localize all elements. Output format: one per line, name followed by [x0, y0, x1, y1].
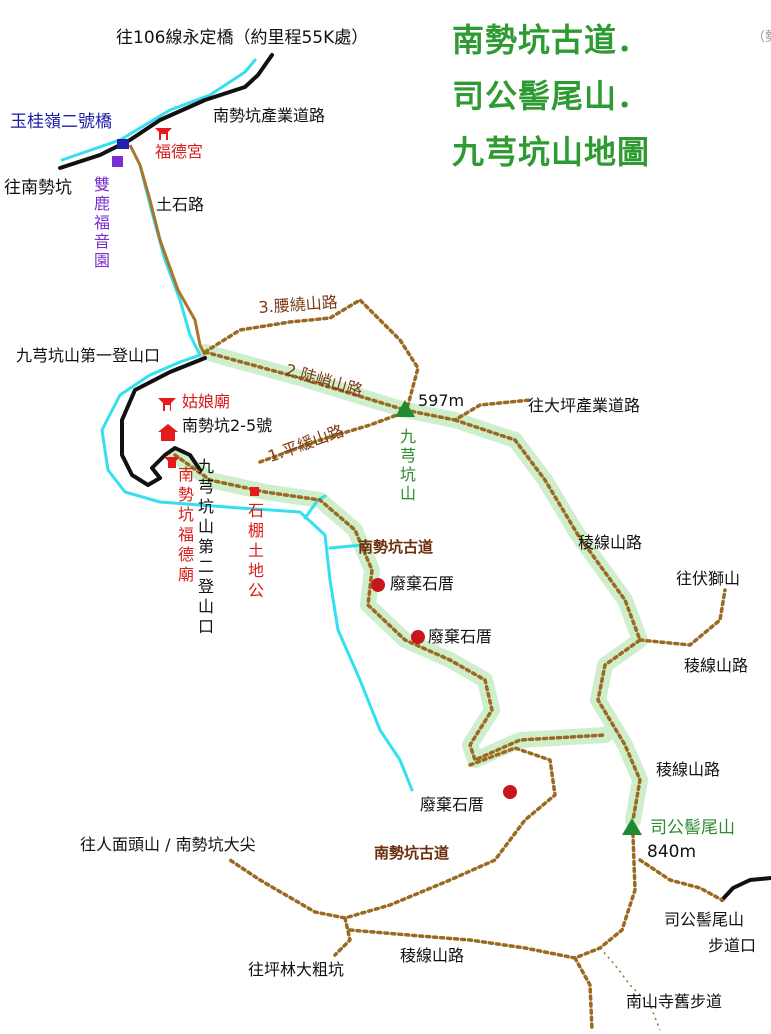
label-yuguiling-bridge: 玉桂嶺二號橋 — [10, 112, 112, 132]
label-to-nanshikeng: 往南勢坑 — [4, 178, 72, 198]
label-guniang-temple: 姑娘廟 — [182, 392, 231, 411]
garden-icon — [112, 156, 123, 167]
map-title-line-3: 九芎坑山地圖 — [452, 133, 651, 171]
dirt-road-line — [128, 144, 207, 356]
label-nanshi-fude-temple: 南勢坑福德廟 — [175, 466, 194, 586]
corner-mark: （勢 — [752, 30, 771, 45]
rivers — [60, 58, 414, 792]
label-ridge-trail-3: 稜線山路 — [656, 760, 721, 779]
label-abandoned-house-2: 廢棄石厝 — [428, 627, 493, 646]
dotted-trails — [173, 298, 727, 1032]
label-sigong-peak: 司公髻尾山 — [650, 818, 735, 838]
label-ridge-trail-1: 稜線山路 — [578, 533, 643, 552]
label-stone-shed-shrine: 石棚土地公 — [245, 502, 264, 602]
house-icon — [158, 424, 178, 441]
temple-icon — [158, 398, 176, 411]
label-house-number: 南勢坑2-5號 — [182, 416, 273, 435]
label-dirt-road: 土石路 — [156, 195, 205, 214]
peak-icon — [622, 818, 642, 835]
label-abandoned-house-1: 廢棄石厝 — [390, 574, 455, 593]
ruin-icon — [411, 630, 425, 644]
nanshan-old-trail-line — [599, 947, 661, 1031]
label-nanshan-old-trail: 南山寺舊步道 — [626, 992, 723, 1011]
roads — [58, 53, 771, 902]
label-ridge-trail-2: 稜線山路 — [684, 656, 749, 675]
label-ridge-trail-4: 稜線山路 — [400, 946, 465, 965]
label-second-trailhead: 九芎坑山第二登山口 — [195, 458, 214, 638]
label-fude-temple: 福德宮 — [155, 142, 204, 161]
map-title-line-2: 司公髻尾山． — [452, 77, 651, 115]
label-industrial-road: 南勢坑產業道路 — [213, 106, 326, 125]
label-to-pinglin: 往坪林大粗坑 — [248, 960, 345, 979]
label-old-trail-2: 南勢坑古道 — [374, 844, 450, 862]
label-to-route106: 往106線永定橋（約里程55K處） — [116, 28, 369, 48]
label-sigong-trailhead-line1: 司公髻尾山 — [664, 910, 745, 929]
label-to-fushi: 往伏獅山 — [676, 569, 741, 588]
map-title-line-1: 南勢坑古道． — [452, 21, 651, 59]
bridge-icon — [117, 139, 129, 149]
temple-icon — [164, 457, 180, 468]
label-jiuqiong-peak: 九芎坑山 — [397, 428, 416, 504]
stone-shed-shrine-icon — [250, 487, 259, 496]
ruin-icon — [371, 578, 385, 592]
label-shuanglu-garden: 雙鹿福音園 — [91, 176, 110, 271]
label-sigong-altitude: 840m — [647, 842, 697, 862]
label-peak-altitude: 597m — [418, 391, 465, 410]
label-abandoned-house-3: 廢棄石厝 — [420, 795, 485, 814]
label-to-dapin: 往大坪產業道路 — [528, 396, 641, 415]
label-to-renmian: 往人面頭山 / 南勢坑大尖 — [80, 835, 256, 854]
label-first-trailhead: 九芎坑山第一登山口 — [16, 346, 161, 365]
label-sigong-trailhead-line2: 步道口 — [708, 936, 757, 955]
ruin-icon — [503, 785, 517, 799]
label-old-trail-1: 南勢坑古道 — [358, 538, 434, 556]
peak-icon — [395, 400, 415, 417]
temple-icon — [155, 128, 172, 140]
